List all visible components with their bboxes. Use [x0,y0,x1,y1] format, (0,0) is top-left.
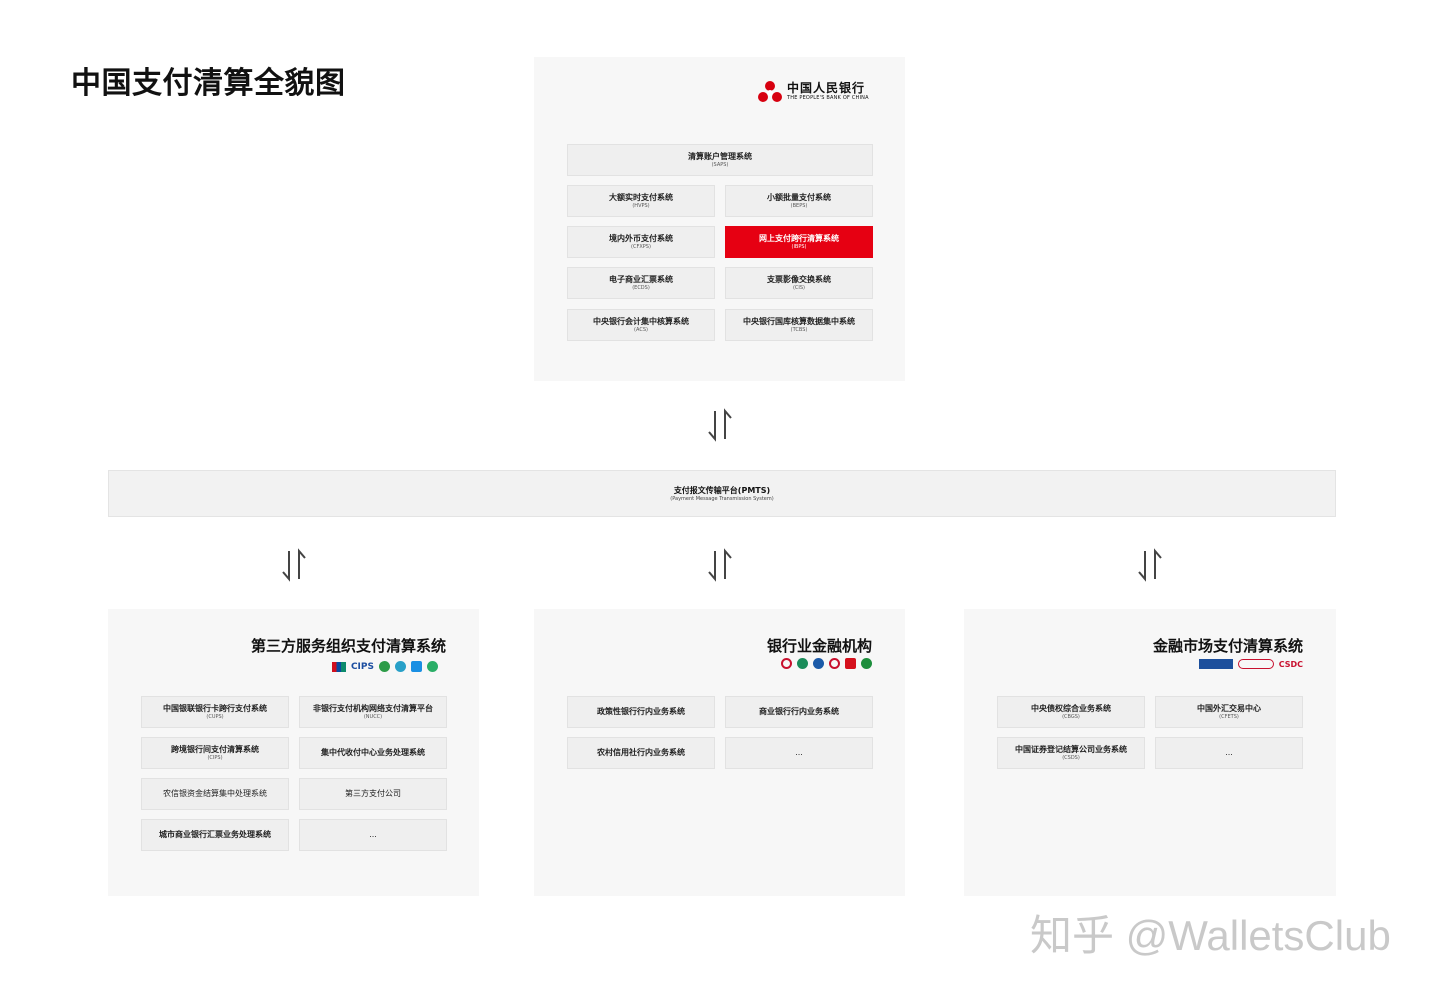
system-abbr: (SAPS) [711,161,729,168]
third-party-title: 第三方服务组织支付清算系统 [250,637,446,655]
system-box-cis[interactable]: 支票影像交换系统 (CIS) [725,267,873,299]
bidirectional-arrow-icon [282,548,306,582]
system-abbr: (CFXPS) [631,243,651,250]
system-name: 清算账户管理系统 [688,151,752,161]
pboc-logo: 中国人民银行 THE PEOPLE'S BANK OF CHINA [757,80,869,104]
system-name: 非银行支付机构网络支付清算平台 [313,703,433,713]
system-name: 城市商业银行汇票业务处理系统 [159,830,271,839]
system-name: 电子商业汇票系统 [609,274,673,284]
nucc-logo-icon [379,661,390,672]
pboc-name-en: THE PEOPLE'S BANK OF CHINA [787,95,869,101]
system-abbr: (CIS) [792,284,806,291]
alipay-logo-icon [411,661,422,672]
cips-logo: CIPS [350,661,374,672]
system-abbr: (CBGS) [1062,713,1080,720]
nongxin-logo-icon [395,661,406,672]
system-box-hvps[interactable]: 大额实时支付系统 (HVPS) [567,185,715,217]
system-abbr: (HVPS) [632,202,650,209]
system-box-commercial-bank[interactable]: 商业银行行内业务系统 [725,696,873,728]
system-box-acs[interactable]: 中央银行会计集中核算系统 (ACS) [567,309,715,341]
system-name: 小额批量支付系统 [767,192,831,202]
system-box-third-party-payment[interactable]: 第三方支付公司 [299,778,447,810]
system-name: ... [369,830,377,839]
system-name: 中央银行会计集中核算系统 [593,316,689,326]
system-abbr: (NUCC) [363,713,383,720]
wechat-pay-logo-icon [427,661,438,672]
system-box-nucc[interactable]: 非银行支付机构网络支付清算平台 (NUCC) [299,696,447,728]
system-box-policy-bank[interactable]: 政策性银行行内业务系统 [567,696,715,728]
system-box-cfets[interactable]: 中国外汇交易中心 (CFETS) [1155,696,1303,728]
system-abbr: (CSDS) [1062,754,1080,761]
system-box-beps[interactable]: 小额批量支付系统 (BEPS) [725,185,873,217]
csdc-logo: CSDC [1278,659,1303,669]
system-name: 第三方支付公司 [345,789,401,798]
bidirectional-arrow-icon [1138,548,1162,582]
system-abbr: (CUPS) [206,713,224,720]
pmts-bar[interactable]: 支付报文传输平台(PMTS) (Payment Message Transmis… [108,470,1336,517]
system-box-saps[interactable]: 清算账户管理系统 (SAPS) [567,144,873,176]
bidirectional-arrow-icon [708,408,732,442]
system-box-csds[interactable]: 中国证券登记结算公司业务系统 (CSDS) [997,737,1145,769]
pboc-emblem-icon [758,81,782,102]
psbc-logo-icon [861,658,872,669]
watermark: 知乎 @WalletsClub [1030,912,1391,959]
system-box-tcbs[interactable]: 中央银行国库核算数据集中系统 (TCBS) [725,309,873,341]
pmts-subtitle: (Payment Message Transmission System) [670,495,774,502]
system-box-more[interactable]: ... [299,819,447,851]
banking-logos [781,658,872,669]
system-name: 大额实时支付系统 [609,192,673,202]
bidirectional-arrow-icon [708,548,732,582]
banking-title: 银行业金融机构 [766,637,872,655]
boc-logo-icon [781,658,792,669]
ccdc-logo-icon [1198,659,1233,669]
system-name: 网上支付跨行清算系统 [759,233,839,243]
ccb-logo-icon [813,658,824,669]
cfets-logo-icon [1237,659,1274,669]
system-abbr: (IBPS) [791,243,807,250]
system-box-rural-credit[interactable]: 农村信用社行内业务系统 [567,737,715,769]
system-name: 跨境银行间支付清算系统 [171,744,259,754]
system-abbr: (CFETS) [1219,713,1239,720]
system-name: 境内外币支付系统 [609,233,673,243]
system-name: 中央债权综合业务系统 [1031,703,1111,713]
system-name: 集中代收付中心业务处理系统 [321,748,425,757]
system-box-more[interactable]: ... [725,737,873,769]
icbc-logo-icon [829,658,840,669]
system-abbr: (TCBS) [790,326,808,333]
system-box-cups[interactable]: 中国银联银行卡跨行支付系统 (CUPS) [141,696,289,728]
system-box-more[interactable]: ... [1155,737,1303,769]
unionpay-logo-icon [331,661,346,672]
system-name: ... [1225,748,1233,757]
system-name: 商业银行行内业务系统 [759,707,839,716]
system-name: 农信银资金结算集中处理系统 [163,789,267,798]
page-title: 中国支付清算全貌图 [71,66,346,101]
pmts-name: 支付报文传输平台(PMTS) [673,485,771,495]
financial-market-title: 金融市场支付清算系统 [1152,637,1303,655]
system-abbr: (ACS) [634,326,648,333]
pboc-name-cn: 中国人民银行 [787,81,866,95]
abc-logo-icon [797,658,808,669]
system-box-cfxps[interactable]: 境内外币支付系统 (CFXPS) [567,226,715,258]
system-name: 中国外汇交易中心 [1197,703,1261,713]
system-abbr: (BEPS) [790,202,808,209]
system-box-ibps[interactable]: 网上支付跨行清算系统 (IBPS) [725,226,873,258]
system-abbr: (ECDS) [632,284,650,291]
system-box-collection-center[interactable]: 集中代收付中心业务处理系统 [299,737,447,769]
system-box-nongxinyin[interactable]: 农信银资金结算集中处理系统 [141,778,289,810]
system-box-city-bank-draft[interactable]: 城市商业银行汇票业务处理系统 [141,819,289,851]
system-name: ... [795,748,803,757]
financial-market-logos: CSDC [1198,659,1303,669]
system-box-cips[interactable]: 跨境银行间支付清算系统 (CIPS) [141,737,289,769]
system-name: 支票影像交换系统 [767,274,831,284]
system-name: 中国银联银行卡跨行支付系统 [163,703,267,713]
system-name: 中国证券登记结算公司业务系统 [1015,744,1127,754]
system-name: 中央银行国库核算数据集中系统 [743,316,855,326]
system-abbr: (CIPS) [207,754,223,761]
cmb-logo-icon [845,658,856,669]
system-name: 农村信用社行内业务系统 [597,748,685,757]
third-party-logos: CIPS [331,661,438,672]
system-box-ecds[interactable]: 电子商业汇票系统 (ECDS) [567,267,715,299]
system-box-cbgs[interactable]: 中央债权综合业务系统 (CBGS) [997,696,1145,728]
system-name: 政策性银行行内业务系统 [597,707,685,716]
